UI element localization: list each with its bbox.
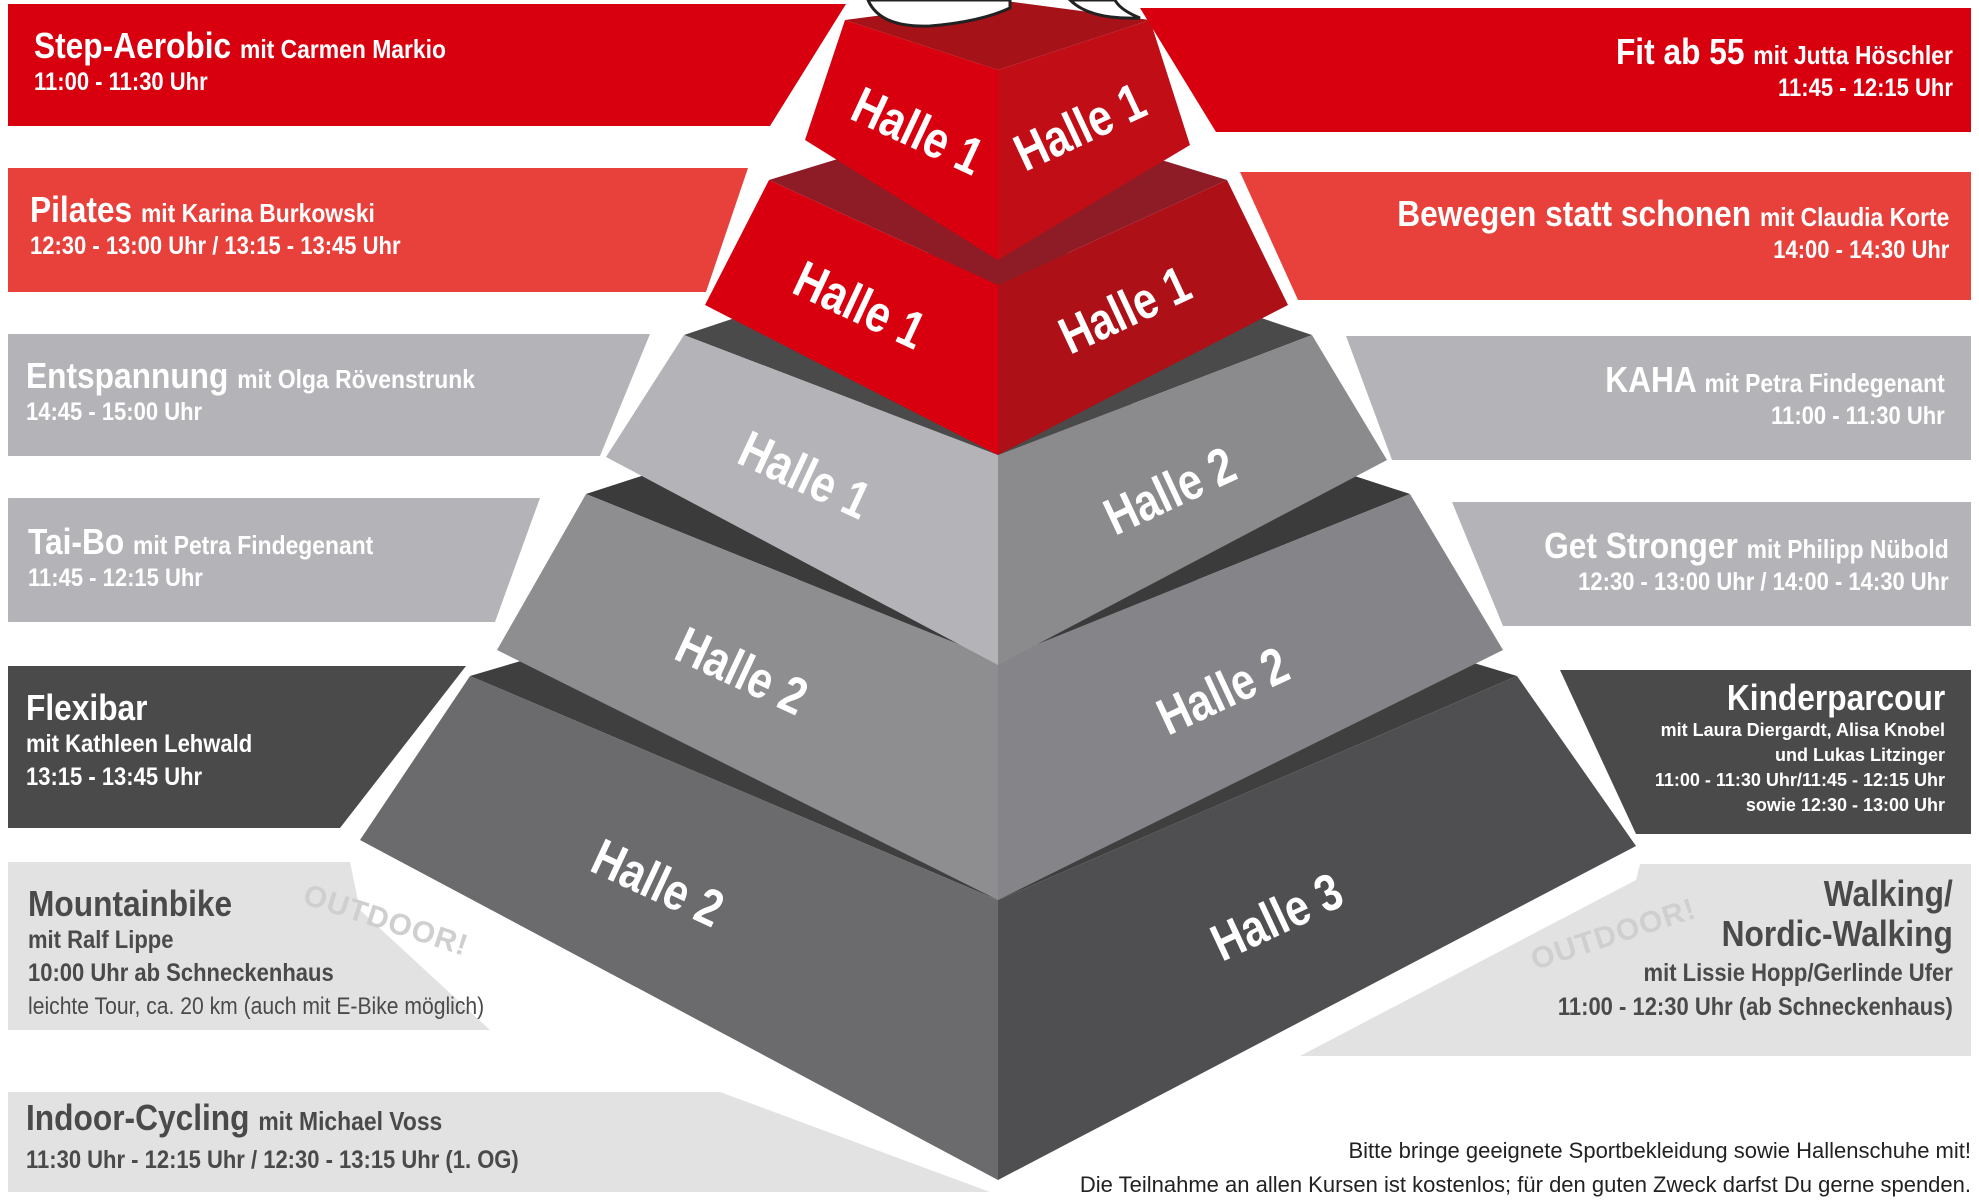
band-left-3-shape xyxy=(8,334,650,456)
course-title-line2: Nordic-Walking xyxy=(1721,912,1953,954)
course-instructor: mit Carmen Markio xyxy=(239,34,446,64)
course-indoor-cycling: Indoor-Cycling mit Michael Voss 11:30 Uh… xyxy=(26,1098,586,1177)
course-title: Tai-Bo xyxy=(28,521,125,562)
course-instructor: mit Petra Findegenant xyxy=(133,530,374,560)
pyramid-level-5-left xyxy=(360,676,998,1180)
course-mountainbike: Mountainbike mit Ralf Lippe 10:00 Uhr ab… xyxy=(28,884,546,1023)
course-nordic-walking: Walking/ Nordic-Walking mit Lissie Hopp/… xyxy=(1504,874,1953,1025)
band-right-6-shape xyxy=(1300,864,1971,1056)
course-time: 11:00 - 11:30 Uhr xyxy=(34,67,208,96)
course-time: 10:00 Uhr ab Schneckenhaus xyxy=(28,959,334,988)
mascot-feet-icon xyxy=(866,0,1141,28)
course-title: Entspannung xyxy=(26,355,229,396)
course-instructor: mit Claudia Korte xyxy=(1759,202,1949,232)
course-fit-ab-55: Fit ab 55 mit Jutta Höschler 11:45 - 12:… xyxy=(1570,32,1953,105)
course-flexibar: Flexibar mit Kathleen Lehwald 13:15 - 13… xyxy=(26,688,283,795)
course-time: 11:45 - 12:15 Uhr xyxy=(1778,73,1953,102)
pyramid-level-1-left xyxy=(805,20,998,260)
pyramid-level-2-left xyxy=(705,180,998,455)
band-left-6-shape xyxy=(8,862,490,1030)
note-line-2: Die Teilnahme an allen Kursen ist kosten… xyxy=(1079,1172,1971,1198)
course-title: Fit ab 55 xyxy=(1616,31,1745,72)
course-title: Step-Aerobic xyxy=(34,25,232,66)
course-extra-info: leichte Tour, ca. 20 km (auch mit E-Bike… xyxy=(28,993,485,1021)
course-title: Bewegen statt schonen xyxy=(1396,193,1751,234)
pyramid-level-4-right xyxy=(998,494,1503,900)
course-instructor: mit Kathleen Lehwald xyxy=(26,729,253,758)
pyramid-level-3-right xyxy=(998,335,1387,665)
course-instructor: mit Karina Burkowski xyxy=(140,198,375,228)
course-pilates: Pilates mit Karina Burkowski 12:30 - 13:… xyxy=(30,190,451,263)
course-title: Mountainbike xyxy=(28,883,233,924)
band-right-1-shape xyxy=(1140,8,1971,132)
course-instructor-line2: und Lukas Litzinger xyxy=(1774,744,1945,765)
course-title: Pilates xyxy=(30,189,133,230)
course-instructor-line1: mit Laura Diergardt, Alisa Knobel xyxy=(1660,719,1945,740)
pyramid-level-1-right xyxy=(998,20,1190,260)
course-entspannung: Entspannung mit Olga Rövenstrunk 14:45 -… xyxy=(26,356,536,429)
course-get-stronger: Get Stronger mit Philipp Nübold 12:30 - … xyxy=(1489,526,1949,599)
course-kaha: KAHA mit Petra Findegenant 11:00 - 11:30… xyxy=(1559,360,1945,433)
course-tai-bo: Tai-Bo mit Petra Findegenant 11:45 - 12:… xyxy=(28,522,420,595)
course-instructor: mit Ralf Lippe xyxy=(28,925,174,954)
course-title: KAHA xyxy=(1605,359,1696,400)
note-line-1: Bitte bringe geeignete Sportbekleidung s… xyxy=(1348,1138,1972,1163)
course-step-aerobic: Step-Aerobic mit Carmen Markio 11:00 - 1… xyxy=(34,26,502,99)
band-left-2-shape xyxy=(8,168,748,292)
course-time: 11:00 - 11:30 Uhr xyxy=(1771,401,1945,430)
course-title: Indoor-Cycling xyxy=(26,1097,250,1138)
course-title: Kinderparcour xyxy=(1726,677,1945,718)
course-title: Flexibar xyxy=(26,687,148,728)
course-time: 11:30 Uhr - 12:15 Uhr / 12:30 - 13:15 Uh… xyxy=(26,1145,519,1174)
course-time: 12:30 - 13:00 Uhr / 13:15 - 13:45 Uhr xyxy=(30,231,401,260)
course-time: 12:30 - 13:00 Uhr / 14:00 - 14:30 Uhr xyxy=(1578,567,1949,596)
course-time-line2: sowie 12:30 - 13:00 Uhr xyxy=(1745,795,1945,816)
course-instructor: mit Olga Rövenstrunk xyxy=(237,364,475,394)
pyramid-level-2-right xyxy=(998,180,1288,455)
course-title: Get Stronger xyxy=(1544,525,1739,566)
band-left-5-shape xyxy=(8,666,466,828)
course-time-line1: 11:00 - 11:30 Uhr/11:45 - 12:15 Uhr xyxy=(1654,769,1945,790)
course-instructor: mit Jutta Höschler xyxy=(1753,40,1953,70)
course-kinderparcour: Kinderparcour mit Laura Diergardt, Alisa… xyxy=(1655,678,1945,818)
band-left-1-shape xyxy=(8,4,846,126)
course-instructor: mit Petra Findegenant xyxy=(1704,368,1945,398)
course-time: 13:15 - 13:45 Uhr xyxy=(26,763,203,792)
course-instructor: mit Lissie Hopp/Gerlinde Ufer xyxy=(1643,959,1953,988)
band-right-4-shape xyxy=(1452,502,1971,626)
band-right-2-shape xyxy=(1240,172,1971,300)
course-time: 11:00 - 12:30 Uhr (ab Schneckenhaus) xyxy=(1558,992,1953,1021)
band-left-7-shape xyxy=(8,1092,990,1192)
pyramid-level-5-right xyxy=(998,676,1636,1180)
course-time: 14:00 - 14:30 Uhr xyxy=(1772,235,1949,264)
band-right-5-shape xyxy=(1560,670,1971,834)
band-left-4-shape xyxy=(8,498,540,622)
course-instructor: mit Michael Voss xyxy=(258,1106,443,1136)
course-bewegen-statt-schonen: Bewegen statt schonen mit Claudia Korte … xyxy=(1322,194,1949,267)
pyramid-level-4-left xyxy=(497,494,998,900)
course-time: 14:45 - 15:00 Uhr xyxy=(26,397,203,426)
course-title-line1: Walking/ xyxy=(1823,873,1953,914)
band-right-3-shape xyxy=(1346,336,1971,460)
pyramid-level-3-left xyxy=(606,335,998,665)
course-instructor: mit Philipp Nübold xyxy=(1746,534,1949,564)
course-time: 11:45 - 12:15 Uhr xyxy=(28,563,203,592)
